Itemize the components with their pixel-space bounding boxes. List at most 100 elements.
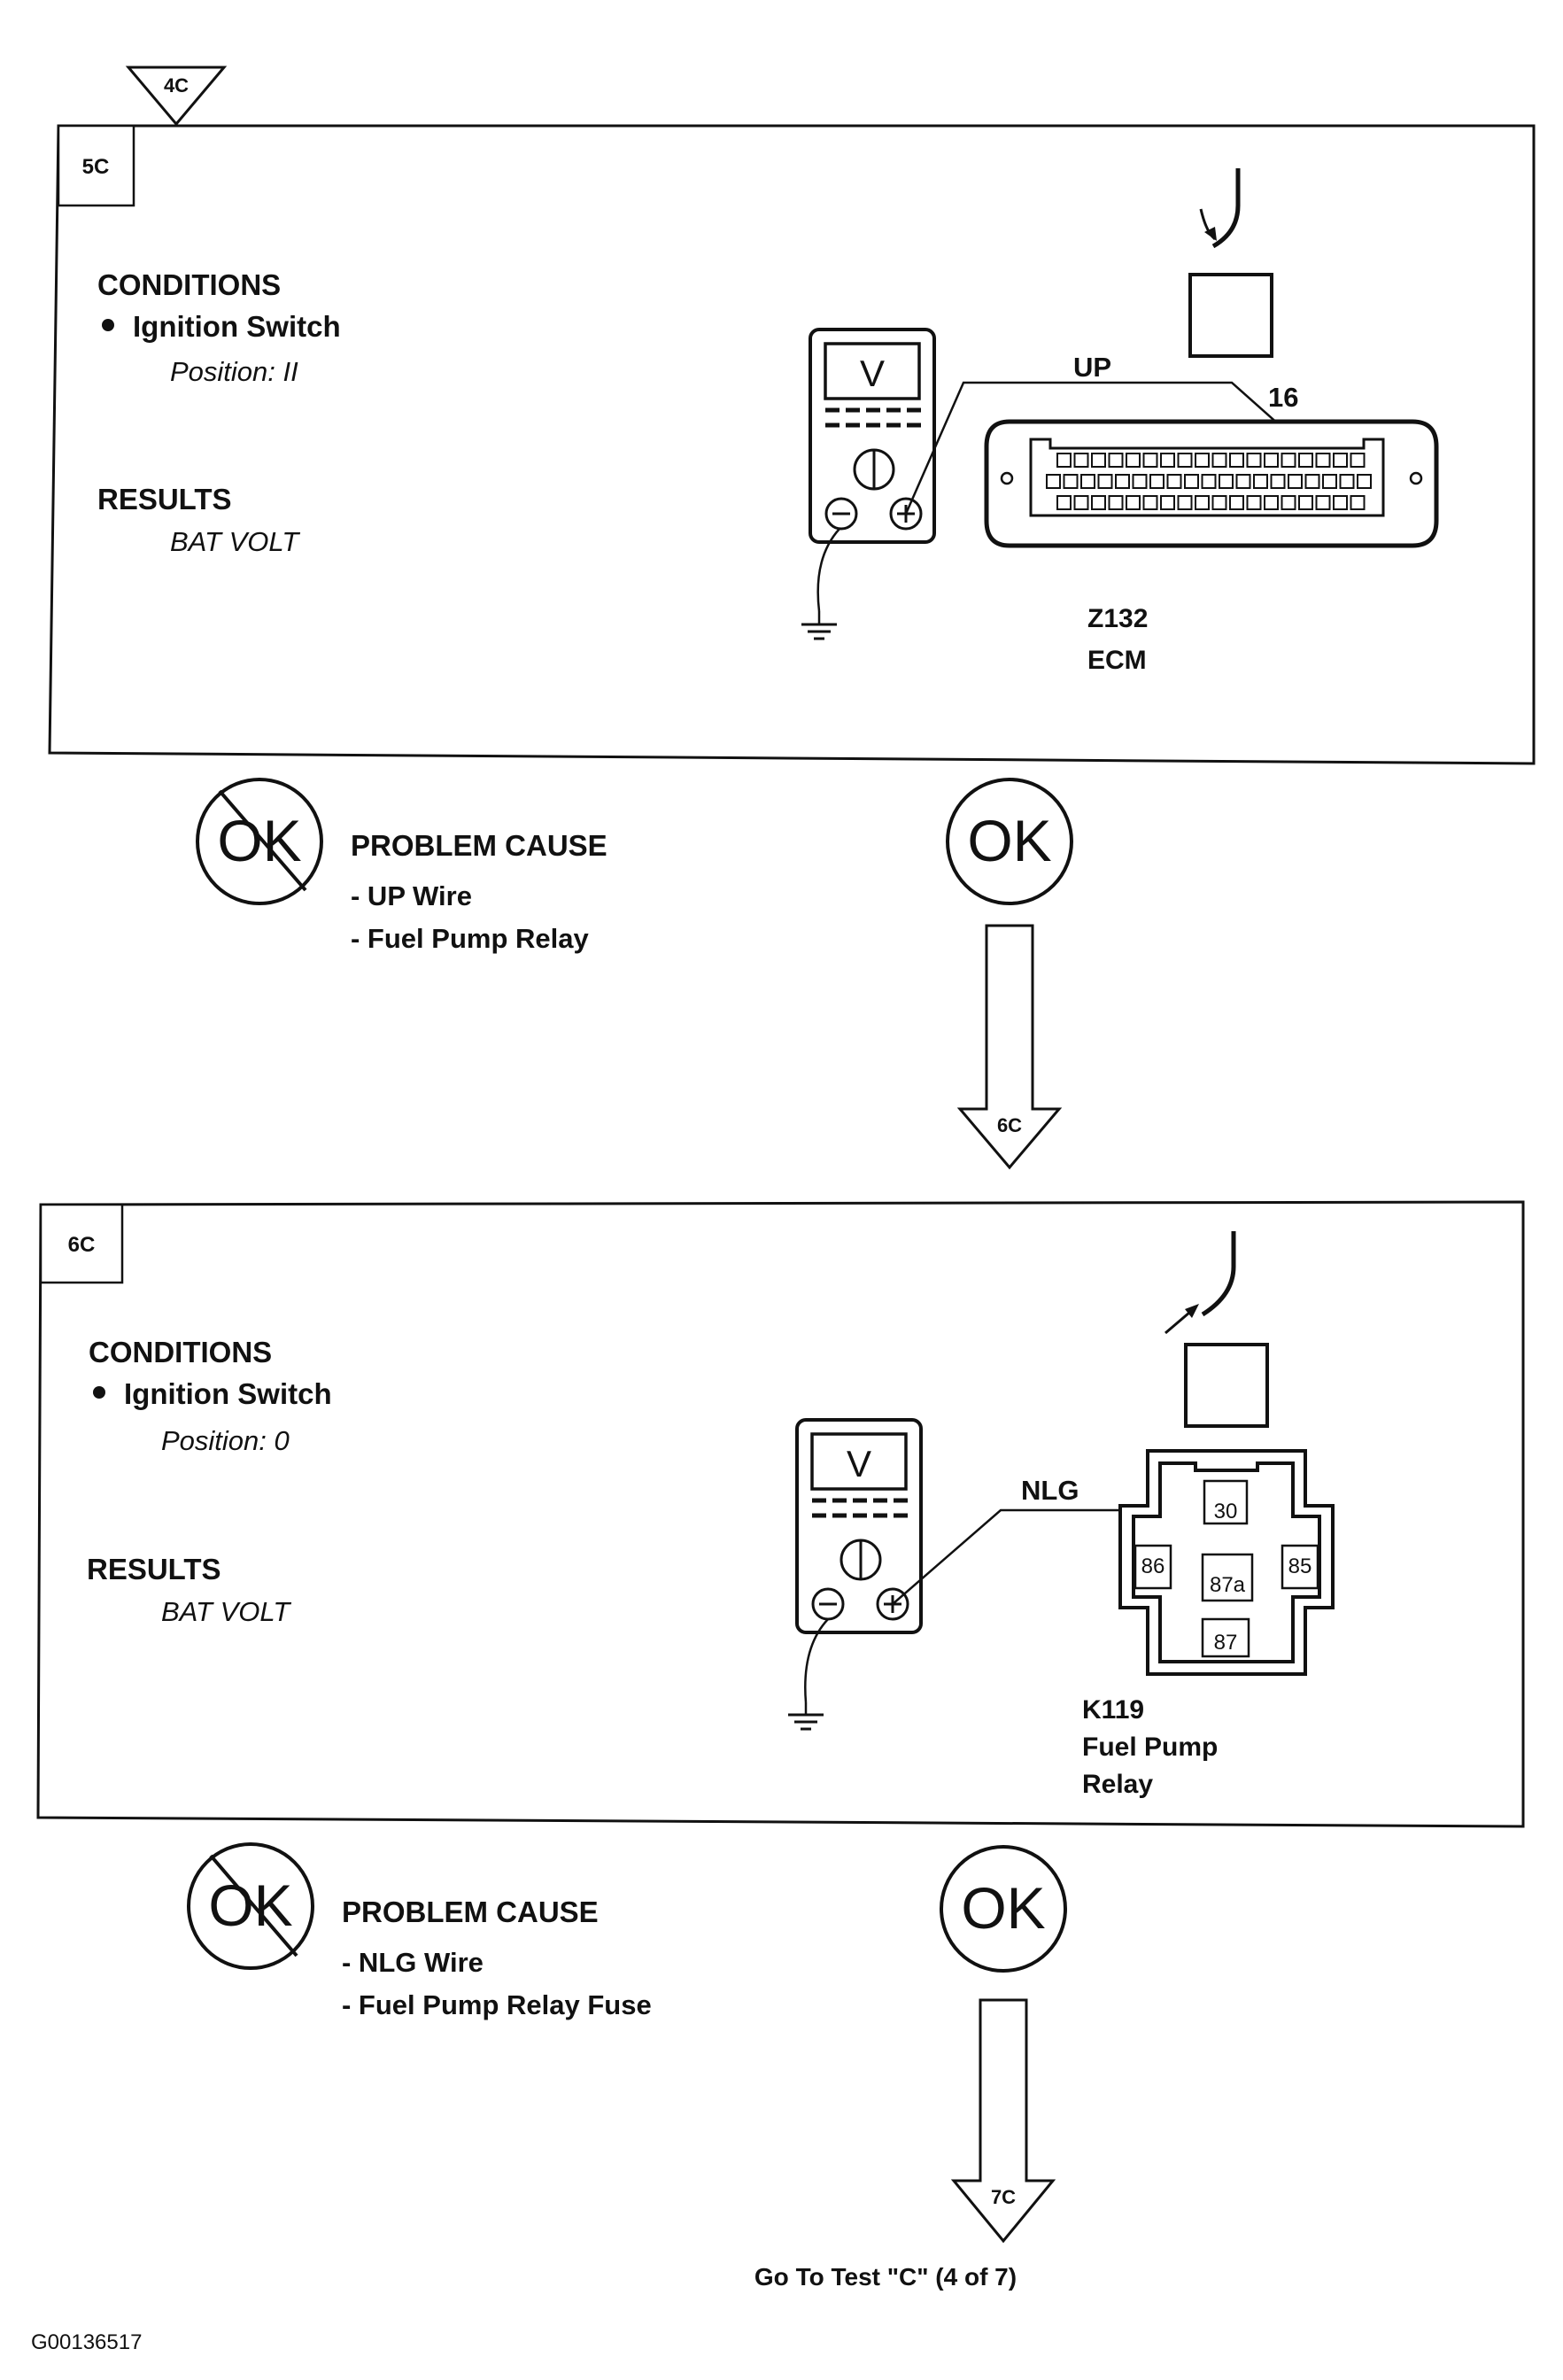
conditions-heading: CONDITIONS [89,1336,272,1368]
ecm-pin-grid [1046,453,1372,510]
ecm-pin [1288,474,1303,489]
cause-item: - UP Wire [351,880,472,911]
ecm-pin [1073,495,1089,510]
relay-pin-label: 86 [1141,1554,1165,1578]
cause-item: - NLG Wire [342,1947,484,1978]
ecm-pin [1184,474,1199,489]
ecm-pin [1246,495,1262,510]
ecm-pin [1132,474,1148,489]
ecm-pin [1350,453,1366,468]
relay-pin-label: 30 [1214,1500,1238,1523]
ecm-pin [1115,474,1130,489]
ecm-pin [1142,495,1158,510]
ecm-pin [1108,453,1124,468]
ecm-pin [1160,495,1175,510]
ecm-pin [1126,495,1141,510]
wire-label: UP [1073,352,1111,383]
ecm-pin [1091,453,1106,468]
ecm-pin [1235,474,1251,489]
relay-pin-label: 87a [1210,1573,1246,1597]
ecm-pin [1270,474,1286,489]
ecm-pin [1160,453,1175,468]
component-name-line: Relay [1082,1770,1153,1799]
ecm-pin [1177,495,1193,510]
next-marker: 7C [991,2186,1016,2208]
ecm-pin [1298,453,1313,468]
ecm-pin [1253,474,1268,489]
pin-label: 16 [1268,382,1298,413]
ok-badge [940,1845,1067,1973]
ecm-pin [1281,453,1296,468]
ecm-pin [1142,453,1158,468]
ecm-pin [1080,474,1095,489]
step-5c-pass-outcome: OK 6C [946,778,1073,1170]
component-code: K119 [1082,1695,1144,1725]
results-heading: RESULTS [87,1553,221,1585]
ecm-pin [1097,474,1113,489]
pass-badge-label: OK [967,808,1051,873]
result-value: BAT VOLT [170,526,300,557]
relay-pin-label: 85 [1288,1554,1312,1578]
ecm-pin [1108,495,1124,510]
fail-badge-label: OK [208,1872,292,1938]
result-value: BAT VOLT [161,1596,291,1627]
pass-badge-label: OK [961,1875,1045,1941]
component-name: ECM [1087,646,1147,675]
ecm-pin [1046,474,1061,489]
cause-item: - Fuel Pump Relay Fuse [342,1989,652,2020]
ecm-pin [1333,453,1348,468]
condition-item: Ignition Switch [133,310,341,343]
cause-item: - Fuel Pump Relay [351,923,589,954]
step-6c-pass-outcome: OK 7C [940,1845,1067,2244]
condition-position: Position: II [170,356,298,387]
strike-through-icon [209,1854,298,1957]
ecm-pin [1195,495,1210,510]
ecm-pin [1315,453,1331,468]
relay-connector: 30 86 87a 85 87 [1118,1449,1335,1676]
ecm-pin [1281,495,1296,510]
step-6c-fail-outcome: OK PROBLEM CAUSE - NLG Wire - Fuel Pump … [187,1842,652,2020]
nlg-wire: NLG [892,1475,1213,1605]
ecm-pin [1229,453,1244,468]
backprobe-icon [1188,168,1273,358]
ecm-pin [1298,495,1313,510]
ecm-pin [1322,474,1337,489]
ecm-pin [1211,453,1227,468]
next-arrow [950,1998,1056,2244]
ecm-pin [1056,495,1072,510]
component-code: Z132 [1087,604,1148,633]
step-id-label: 6C [68,1233,96,1257]
component-name-line: Fuel Pump [1082,1733,1218,1762]
conditions-heading: CONDITIONS [97,268,281,301]
ground-probe [788,1618,829,1731]
ecm-pin [1264,495,1279,510]
step-id-label: 5C [82,155,110,179]
ecm-pin [1056,453,1072,468]
ecm-connector [984,419,1439,548]
strike-through-icon [218,789,307,892]
ecm-pin [1219,474,1234,489]
ecm-pin [1201,474,1217,489]
bullet-icon [93,1386,105,1399]
ecm-pin [1350,495,1366,510]
voltmeter-icon: V [795,1418,923,1634]
ecm-pin [1229,495,1244,510]
problem-heading: PROBLEM CAUSE [351,829,607,862]
ecm-pin [1304,474,1320,489]
ok-badge [946,778,1073,905]
ecm-pin [1357,474,1372,489]
ecm-pin [1149,474,1165,489]
ecm-pin [1091,495,1106,510]
entry-marker-4c: 4C [125,66,228,127]
ecm-pin [1063,474,1079,489]
backprobe-icon [1165,1231,1269,1428]
footer-goto-text: Go To Test "C" (4 of 7) [754,2263,1017,2291]
relay-pin-label: 87 [1214,1631,1238,1655]
figure-id: G00136517 [31,2330,142,2354]
next-marker: 6C [997,1114,1022,1136]
results-heading: RESULTS [97,483,232,516]
step-5c-box: 5C CONDITIONS Ignition Switch Position: … [48,124,1536,765]
ecm-pin [1073,453,1089,468]
ecm-pin [1339,474,1355,489]
